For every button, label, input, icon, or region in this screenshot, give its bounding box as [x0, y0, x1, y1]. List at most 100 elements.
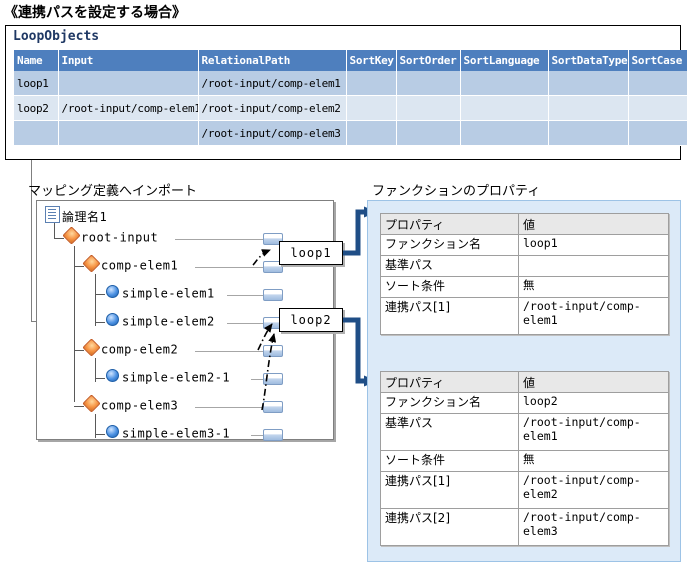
table-row[interactable]: 連携パス[2] /root-input/comp-elem3 [380, 508, 669, 546]
cell-sortlanguage[interactable] [460, 120, 549, 146]
tree-item-root-input[interactable]: root-input [62, 226, 159, 249]
cell-sortkey[interactable] [346, 71, 397, 96]
column-header-sortlanguage[interactable]: SortLanguage [460, 50, 549, 71]
cell-sortkey[interactable] [346, 95, 397, 121]
table-row[interactable]: 基準パス [380, 255, 669, 277]
table-row[interactable]: ファンクション名 loop2 [380, 392, 669, 414]
tree-item-label: simple-elem2-1 [122, 370, 231, 385]
tree-leader-line [251, 379, 263, 380]
column-header-sortdatatype[interactable]: SortDataType [548, 50, 629, 71]
cell-sortlanguage[interactable] [460, 71, 549, 96]
cell-value[interactable]: /root-input/comp-elem1 [518, 413, 669, 451]
table-header-row: プロパティ 値 [380, 213, 669, 235]
cell-relationalpath[interactable]: /root-input/comp-elem1 [198, 71, 347, 96]
cell-sortcase[interactable] [628, 71, 687, 96]
cell-input[interactable]: /root-input/comp-elem1 [58, 95, 199, 121]
cell-value[interactable]: loop1 [518, 234, 669, 256]
tree-branch-line [95, 378, 105, 379]
cell-value[interactable]: 無 [518, 450, 669, 472]
cell-property: ファンクション名 [380, 234, 519, 256]
cell-value[interactable]: /root-input/comp-elem2 [518, 471, 669, 509]
cell-sortorder[interactable] [396, 71, 461, 96]
tree-item-simple-elem2[interactable]: simple-elem2 [106, 313, 215, 333]
loopobjects-caption: LoopObjects [13, 29, 100, 44]
table-row[interactable]: /root-input/comp-elem3 [14, 120, 687, 146]
cell-name[interactable]: loop1 [14, 71, 59, 96]
cell-name[interactable]: loop2 [14, 95, 59, 121]
tree-leader-line [175, 239, 263, 240]
cell-sortkey[interactable] [346, 120, 397, 146]
tree-leader-line [227, 295, 263, 296]
simple-node-icon [106, 369, 119, 382]
tree-port-root-input[interactable] [263, 233, 283, 245]
tree-trunk-line [95, 274, 96, 326]
table-row[interactable]: ファンクション名 loop1 [380, 234, 669, 256]
cell-sortdatatype[interactable] [548, 95, 629, 121]
table-row[interactable]: loop1 /root-input/comp-elem1 [14, 71, 687, 96]
column-header-name[interactable]: Name [14, 50, 59, 71]
complex-node-icon [82, 338, 101, 357]
simple-node-icon [106, 285, 119, 298]
cell-relationalpath[interactable]: /root-input/comp-elem3 [198, 120, 347, 146]
column-header-sortorder[interactable]: SortOrder [396, 50, 461, 71]
tree-trunk-line [95, 414, 96, 438]
tree-item-simple-elem2-1[interactable]: simple-elem2-1 [106, 369, 230, 389]
tree-branch-line [95, 322, 105, 323]
cell-value[interactable]: 無 [518, 276, 669, 298]
tree-item-label: comp-elem1 [101, 258, 179, 273]
cell-value[interactable]: /root-input/comp-elem3 [518, 508, 669, 546]
cell-value[interactable]: /root-input/comp-elem1 [518, 297, 669, 335]
tree-item-simple-elem3-1[interactable]: simple-elem3-1 [106, 425, 230, 445]
table-row[interactable]: 連携パス[1] /root-input/comp-elem1 [380, 297, 669, 335]
column-header-sortkey[interactable]: SortKey [346, 50, 397, 71]
table-row[interactable]: 基準パス /root-input/comp-elem1 [380, 413, 669, 451]
column-header-value: 値 [518, 371, 669, 393]
cell-relationalpath[interactable]: /root-input/comp-elem2 [198, 95, 347, 121]
tree-leader-line [195, 407, 263, 408]
tree-port-simple-elem1[interactable] [263, 289, 283, 301]
tree-item-root-doc[interactable]: 論理名1 [45, 206, 107, 226]
cell-value[interactable] [518, 255, 669, 277]
column-header-property: プロパティ [380, 213, 519, 235]
tree-port-simple-elem3-1[interactable] [263, 429, 283, 441]
cell-property: ソート条件 [380, 450, 519, 472]
column-header-relationalpath[interactable]: RelationalPath [198, 50, 347, 71]
cell-input[interactable] [58, 71, 199, 96]
cell-sortcase[interactable] [628, 95, 687, 121]
tree-item-comp-elem3[interactable]: comp-elem3 [82, 394, 179, 417]
tree-item-label: comp-elem3 [101, 398, 179, 413]
cell-input[interactable] [58, 120, 199, 146]
cell-name[interactable] [14, 120, 59, 146]
table-row[interactable]: ソート条件 無 [380, 276, 669, 298]
column-header-sortcase[interactable]: SortCase [628, 50, 687, 71]
column-header-input[interactable]: Input [58, 50, 199, 71]
cell-sortlanguage[interactable] [460, 95, 549, 121]
tree-port-comp-elem2[interactable] [263, 345, 283, 357]
loopobjects-table: Name Input RelationalPath SortKey SortOr… [14, 50, 687, 146]
cell-property: ファンクション名 [380, 392, 519, 414]
table-row[interactable]: ソート条件 無 [380, 450, 669, 472]
cell-sortorder[interactable] [396, 120, 461, 146]
tree-branch-line [74, 266, 84, 267]
cell-value[interactable]: loop2 [518, 392, 669, 414]
page-title: 《連携パスを設定する場合》 [4, 5, 186, 21]
tree-trunk-line [95, 358, 96, 382]
tree-port-comp-elem3[interactable] [263, 401, 283, 413]
cell-property: 連携パス[2] [380, 508, 519, 546]
tree-item-simple-elem1[interactable]: simple-elem1 [106, 285, 215, 305]
table-row[interactable]: loop2 /root-input/comp-elem1 /root-input… [14, 95, 687, 121]
cell-sortorder[interactable] [396, 95, 461, 121]
import-connector-line [31, 160, 32, 322]
cell-sortdatatype[interactable] [548, 71, 629, 96]
loop-function-box-loop2[interactable]: loop2 [279, 308, 343, 332]
table-row[interactable]: 連携パス[1] /root-input/comp-elem2 [380, 471, 669, 509]
tree-item-comp-elem1[interactable]: comp-elem1 [82, 254, 179, 277]
cell-sortcase[interactable] [628, 120, 687, 146]
cell-sortdatatype[interactable] [548, 120, 629, 146]
tree-item-comp-elem2[interactable]: comp-elem2 [82, 338, 178, 361]
tree-leader-line [195, 267, 263, 268]
tree-port-simple-elem2-1[interactable] [263, 373, 283, 385]
tree-section-label: マッピング定義へインポート [28, 184, 198, 199]
tree-item-label: root-input [81, 230, 159, 245]
loop-function-box-loop1[interactable]: loop1 [279, 241, 343, 265]
